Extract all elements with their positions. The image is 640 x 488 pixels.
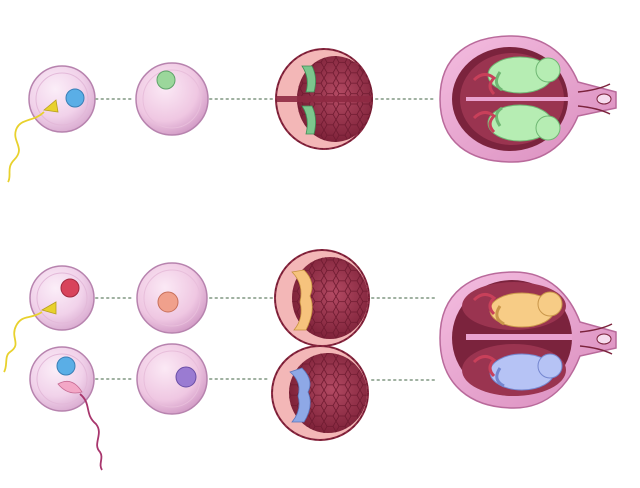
sperm-head-icon (40, 301, 57, 315)
split-blastocyst-icon (275, 48, 373, 150)
fetus-icon (489, 291, 563, 328)
zygote-icon (135, 62, 209, 136)
zygote-nucleus-icon (157, 291, 179, 313)
zygote-icon (136, 343, 208, 415)
fertilized-egg-icon (7, 65, 96, 183)
zygote-nucleus-icon (175, 366, 197, 388)
cervix-icon (577, 83, 611, 115)
egg-nucleus-icon (56, 356, 76, 376)
blastocyst-icon (271, 345, 369, 441)
fetus-icon (487, 56, 561, 94)
blastocyst-icon (274, 249, 370, 347)
inner-cell-mass-icon (301, 65, 316, 93)
inner-cell-mass-icon (301, 105, 316, 135)
shared-placenta-twins-icon (439, 35, 617, 163)
inner-cell-mass-icon (289, 367, 311, 423)
egg-nucleus-icon (60, 278, 80, 298)
sperm-head-icon (57, 380, 83, 394)
sperm-tail-icon (3, 311, 43, 373)
fetus-icon (489, 353, 563, 391)
sperm-head-icon (43, 99, 59, 113)
inner-cell-mass-icon (291, 269, 313, 331)
sperm-tail-icon (79, 393, 103, 471)
fraternal-twins-rows (3, 249, 617, 471)
separate-placenta-twins-icon (439, 271, 617, 409)
identical-twins-row (7, 35, 617, 183)
sperm-tail-icon (7, 111, 45, 183)
fetus-icon (487, 104, 561, 142)
fertilized-egg-icon (3, 265, 95, 373)
umbilical-cord-icon (472, 355, 497, 378)
fertilized-egg-icon (29, 346, 103, 471)
egg-nucleus-icon (65, 88, 85, 108)
cervix-icon (579, 323, 613, 355)
umbilical-cord-icon (472, 73, 497, 96)
umbilical-cord-icon (472, 293, 497, 316)
zygote-icon (136, 262, 208, 334)
umbilical-cord-icon (472, 111, 497, 134)
zygote-nucleus-icon (156, 70, 176, 90)
